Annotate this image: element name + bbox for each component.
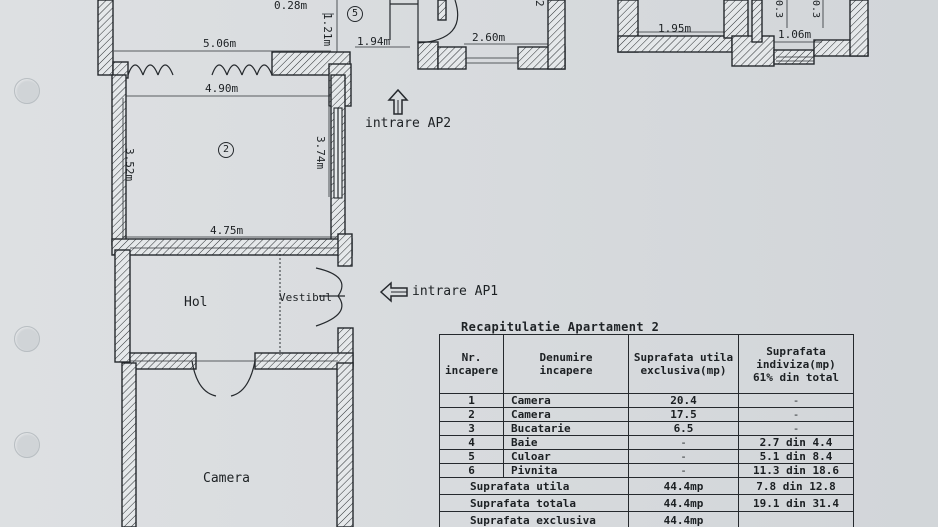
dimension-label: 5.06m <box>203 37 237 50</box>
camera-left-wall <box>121 362 137 527</box>
table-cell: 2.7 din 4.4 <box>738 435 854 450</box>
table-cell: - <box>628 449 739 464</box>
upper-door-jamb <box>437 0 447 21</box>
table-cell: Camera <box>503 407 629 422</box>
table-cell: Baie <box>503 435 629 450</box>
table-cell: 17.5 <box>628 407 739 422</box>
table-cell: 44.4mp <box>628 494 739 512</box>
table-cell: 11.3 din 18.6 <box>738 463 854 478</box>
table-cell: Pivnita <box>503 463 629 478</box>
upper-room-wall-right <box>547 0 566 70</box>
room-label-camera: Camera <box>203 471 250 486</box>
table-cell: 7.8 din 12.8 <box>738 477 854 495</box>
table-cell: - <box>628 463 739 478</box>
upper-left-wall <box>97 0 114 76</box>
summary-total-row: Suprafata utila 44.4mp 7.8 din 12.8 <box>439 477 854 495</box>
table-cell: 6.5 <box>628 421 739 436</box>
table-cell: Suprafata utila <box>439 477 629 495</box>
table-cell: - <box>738 421 854 436</box>
dimension-label: 3.74m <box>314 136 327 170</box>
nr-header-text: Nr. incapere <box>445 351 498 377</box>
dimension-label: 1.21m <box>321 13 334 47</box>
dimension-label: 0.28m <box>274 0 308 12</box>
utila-header-text: Suprafata utila exclusiva(mp) <box>633 351 734 377</box>
right-room-wall-divider <box>723 0 749 39</box>
camera-right-wall <box>336 362 354 527</box>
table-cell: 2 <box>439 407 504 422</box>
dimension-label: 0.3 <box>773 0 784 19</box>
dimension-label: 0.3 <box>810 0 821 19</box>
table-cell: Suprafata exclusiva <box>439 511 629 527</box>
room-label-vestibul: Vestibul <box>279 291 332 304</box>
hol-left-wall <box>114 249 131 363</box>
upper-door-wall-right <box>437 46 467 70</box>
table-cell: 20.4 <box>628 393 739 408</box>
table-cell: 6 <box>439 463 504 478</box>
column-header: Denumire incapere <box>503 334 629 394</box>
table-cell: Suprafata totala <box>439 494 629 512</box>
punch-hole <box>14 326 40 352</box>
table-cell: - <box>738 407 854 422</box>
entry-label-ap2: intrare AP2 <box>365 116 452 131</box>
table-cell: 44.4mp <box>628 511 739 527</box>
dimension-label: 1.94m <box>357 35 391 48</box>
room-number-circle: 5 <box>347 6 363 22</box>
indiviza-header-text: Suprafata indiviza(mp) 61% din total <box>752 344 840 384</box>
right-room-inner-wall <box>751 0 763 43</box>
column-header: Nr. incapere <box>439 334 504 394</box>
table-row: 6 Pivnita - 11.3 din 18.6 <box>439 463 854 478</box>
dimension-label: 2 <box>533 0 546 7</box>
table-cell: 5.1 din 8.4 <box>738 449 854 464</box>
table-cell: 5 <box>439 449 504 464</box>
summary-total-row: Suprafata totala 44.4mp 19.1 din 31.4 <box>439 494 854 512</box>
table-cell: 1 <box>439 393 504 408</box>
punch-hole <box>14 432 40 458</box>
room-2-bottom-wall <box>111 238 353 256</box>
summary-title: Recapitulatie Apartament 2 <box>461 320 660 334</box>
table-cell: 19.1 din 31.4 <box>738 494 854 512</box>
dimension-label: 1.95m <box>658 22 692 35</box>
denumire-header-text: Denumire incapere <box>539 351 593 377</box>
table-cell: - <box>738 393 854 408</box>
table-cell: Bucatarie <box>503 421 629 436</box>
hol-right-wall-upper <box>337 233 353 267</box>
entry-label-ap1: intrare AP1 <box>412 284 499 299</box>
table-row: 1 Camera 20.4 - <box>439 393 854 408</box>
table-cell: Culoar <box>503 449 629 464</box>
dimension-label: 4.90m <box>205 82 239 95</box>
table-row: 3 Bucatarie 6.5 - <box>439 421 854 436</box>
dimension-label: 1.06m <box>778 28 812 41</box>
dimension-label: 2.60m <box>472 31 506 44</box>
table-cell: 44.4mp <box>628 477 739 495</box>
dimension-label: 3.52m <box>123 148 136 182</box>
table-cell <box>738 511 854 527</box>
entry-arrow-icon <box>387 88 409 115</box>
entry-arrow-icon <box>379 281 408 303</box>
summary-header-row: Nr. incapere Denumire incapere Suprafata… <box>439 334 854 394</box>
dimension-label: 4.75m <box>210 224 244 237</box>
table-row: 4 Baie - 2.7 din 4.4 <box>439 435 854 450</box>
table-row: 5 Culoar - 5.1 din 8.4 <box>439 449 854 464</box>
summary-total-row: Suprafata exclusiva 44.4mp <box>439 511 854 527</box>
table-cell: 4 <box>439 435 504 450</box>
apartment-summary-table: Nr. incapere Denumire incapere Suprafata… <box>439 334 854 527</box>
table-cell: Camera <box>503 393 629 408</box>
column-header: Suprafata indiviza(mp) 61% din total <box>738 334 854 394</box>
table-cell: 3 <box>439 421 504 436</box>
right-room-wall-bottom-a <box>617 35 733 53</box>
room-number-circle: 2 <box>218 142 234 158</box>
room-label-hol: Hol <box>184 295 208 310</box>
right-room-wall-right <box>849 0 869 57</box>
upper-door-wall-left <box>417 41 439 70</box>
table-cell: - <box>628 435 739 450</box>
punch-hole <box>14 78 40 104</box>
table-row: 2 Camera 17.5 - <box>439 407 854 422</box>
column-header: Suprafata utila exclusiva(mp) <box>628 334 739 394</box>
